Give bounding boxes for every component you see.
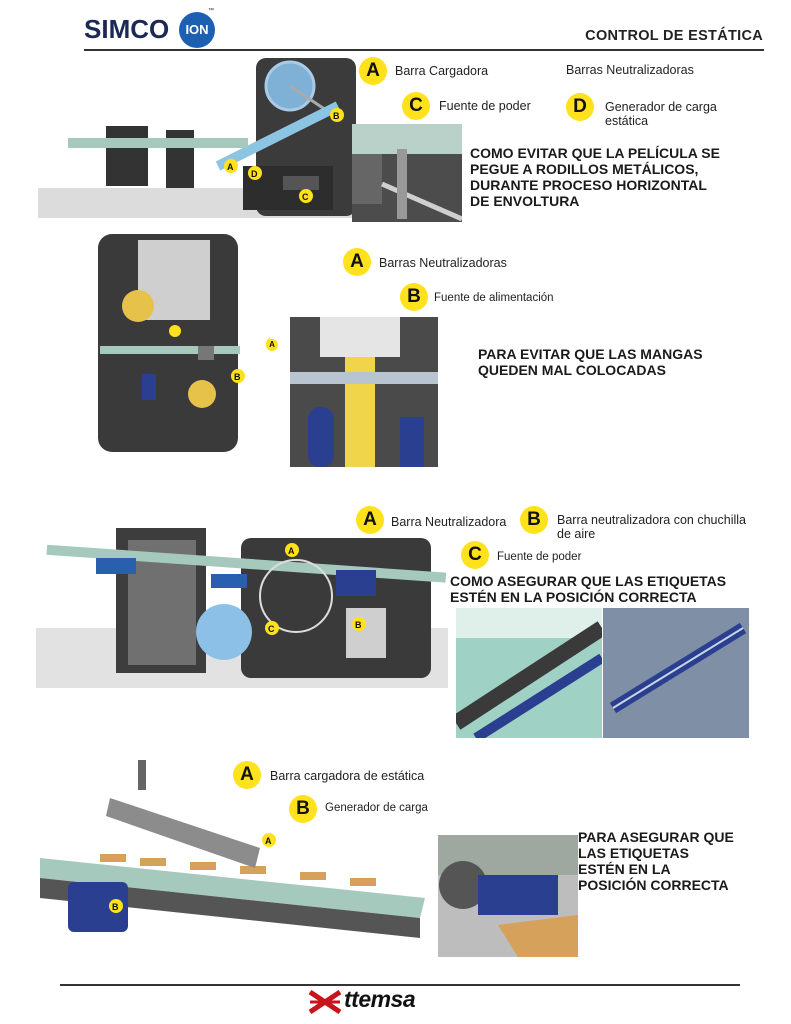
s3-badge-c: C: [461, 541, 489, 569]
s2-badge-b: B: [400, 283, 428, 311]
s4-heading-line: LAS ETIQUETAS: [578, 845, 689, 861]
s3-marker-a: A: [288, 546, 295, 556]
ttemsa-logo: ttemsa: [308, 986, 458, 1016]
s1-heading-line: DURANTE PROCESO HORIZONTAL: [470, 177, 707, 193]
section1-machine-illustration: A D B C: [38, 58, 358, 218]
s2-heading-line: QUEDEN MAL COLOCADAS: [478, 362, 666, 378]
s2-badge-a: A: [343, 248, 371, 276]
s3-marker-c: C: [268, 624, 275, 634]
s3-heading-line: COMO ASEGURAR QUE LAS ETIQUETAS: [450, 573, 727, 589]
s3-badge-b: B: [520, 506, 548, 534]
s4-label-a: Barra cargadora de estática: [270, 769, 425, 783]
s2-label-a: Barras Neutralizadoras: [379, 256, 507, 270]
s1-heading: COMO EVITAR QUE LA PELÍCULA SE PEGUE A R…: [470, 145, 720, 209]
s3-detail-photo-left: [456, 608, 602, 738]
logo-text: SIMCO: [84, 14, 170, 44]
s4-heading-line: PARA ASEGURAR QUE: [578, 829, 734, 845]
s1-label-c: Fuente de poder: [439, 99, 531, 113]
s4-heading-line: ESTÉN EN LA: [578, 861, 671, 877]
s3-badge-a: A: [356, 506, 384, 534]
s4-heading-line: POSICIÓN CORRECTA: [578, 877, 729, 893]
s4-marker-a: A: [265, 836, 272, 846]
header-divider: [84, 49, 764, 51]
s1-badge-c: C: [402, 92, 430, 120]
s1-marker-b: B: [333, 111, 340, 121]
s1-heading-line: COMO EVITAR QUE LA PELÍCULA SE: [470, 145, 720, 161]
s1-detail-photo: [352, 124, 462, 222]
logo-ion-badge: ION: [179, 12, 215, 48]
s1-badge-d: D: [566, 93, 594, 121]
footer-logo-text: ttemsa: [344, 986, 416, 1012]
section4-machine-illustration: A B: [40, 760, 425, 938]
s3-heading: COMO ASEGURAR QUE LAS ETIQUETAS ESTÉN EN…: [450, 573, 726, 605]
s2-detail-photo: [290, 317, 438, 467]
s4-label-b: Generador de carga: [325, 802, 428, 814]
s3-marker-b: B: [355, 620, 362, 630]
s1-marker-d: D: [251, 169, 258, 179]
s1-badge-a: A: [359, 57, 387, 85]
s2-marker-b: B: [234, 372, 241, 382]
s1-label-d: Generador de carga estática: [605, 100, 717, 128]
s3-label-b: Barra neutralizadora con chuchilla de ai…: [557, 513, 746, 541]
logo-trademark: ™: [208, 8, 214, 14]
s1-marker-c: C: [302, 192, 309, 202]
s4-detail-photo: [438, 835, 578, 957]
s2-heading-line: PARA EVITAR QUE LAS MANGAS: [478, 346, 703, 362]
s3-label-c: Fuente de poder: [497, 551, 582, 563]
ttemsa-mark-icon: [308, 990, 342, 1014]
s4-heading: PARA ASEGURAR QUE LAS ETIQUETAS ESTÉN EN…: [578, 829, 734, 893]
s4-marker-b: B: [112, 902, 119, 912]
s2-marker-a: A: [266, 339, 278, 351]
section2-machine-illustration: B A: [98, 234, 270, 452]
s3-detail-photo-right: [603, 608, 749, 738]
section3-machine-illustration: A C B: [36, 528, 448, 688]
s2-label-b: Fuente de alimentación: [434, 292, 554, 304]
page-title: CONTROL DE ESTÁTICA: [585, 28, 763, 44]
s3-heading-line: ESTÉN EN LA POSICIÓN CORRECTA: [450, 589, 697, 605]
s1-label-neutralizadoras: Barras Neutralizadoras: [566, 63, 694, 77]
s4-badge-b: B: [289, 795, 317, 823]
s1-heading-line: PEGUE A RODILLOS METÁLICOS,: [470, 161, 699, 177]
simco-ion-logo: SIMCO ION ™: [84, 8, 224, 48]
s3-label-a: Barra Neutralizadora: [391, 515, 507, 529]
s1-marker-a: A: [227, 162, 234, 172]
footer-divider: [60, 984, 740, 986]
s1-label-a: Barra Cargadora: [395, 64, 489, 78]
s1-heading-line: DE ENVOLTURA: [470, 193, 580, 209]
s4-badge-a: A: [233, 761, 261, 789]
s2-heading: PARA EVITAR QUE LAS MANGAS QUEDEN MAL CO…: [478, 346, 703, 378]
